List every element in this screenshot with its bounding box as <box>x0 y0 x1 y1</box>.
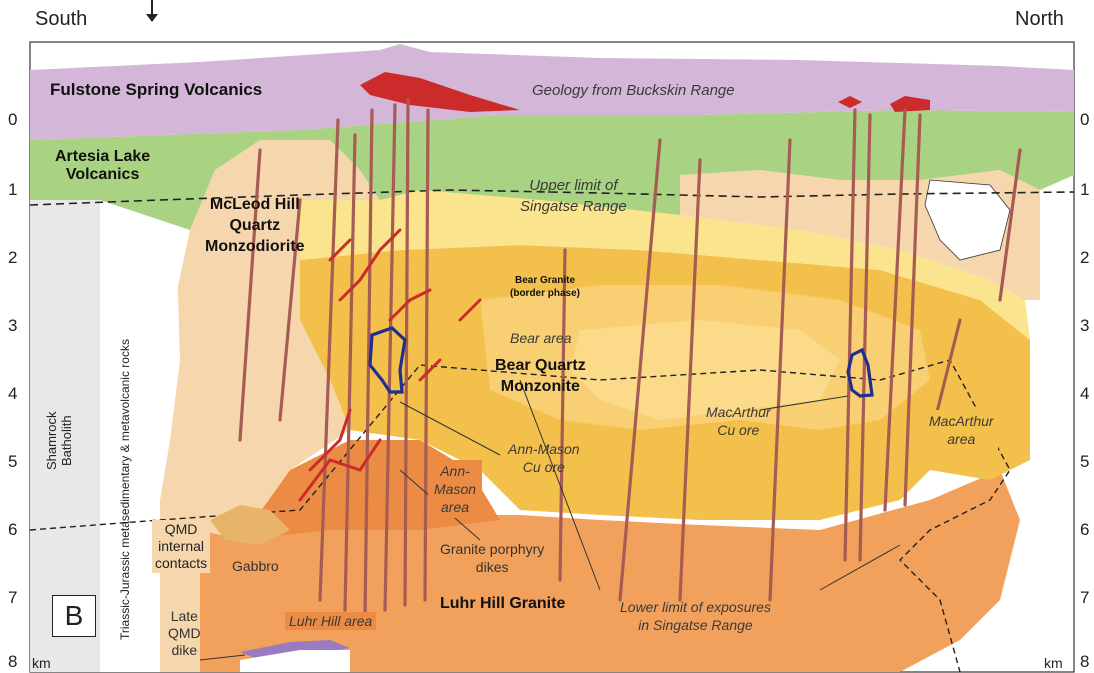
unit-left: km <box>32 655 51 671</box>
ann-mason-area-label: Ann- Mason area <box>428 460 482 518</box>
tick-right-3: 3 <box>1080 316 1089 336</box>
tick-right-7: 7 <box>1080 588 1089 608</box>
mcleod-label: McLeod Hill Quartz Monzodiorite <box>205 194 305 257</box>
south-arrow-head <box>146 14 158 22</box>
tick-right-1: 1 <box>1080 180 1089 200</box>
north-label: North <box>1015 8 1064 31</box>
tick-left-1: 1 <box>8 180 17 200</box>
fulstone-label: Fulstone Spring Volcanics <box>50 80 262 100</box>
tick-left-4: 4 <box>8 384 17 404</box>
buckskin-label: Geology from Buckskin Range <box>532 82 735 99</box>
tick-left-6: 6 <box>8 520 17 540</box>
bear-border-label: Bear Granite (border phase) <box>510 274 580 300</box>
granite-dikes-label: Granite porphyry dikes <box>440 540 544 576</box>
panel-letter-box: B <box>52 595 96 637</box>
tick-right-0: 0 <box>1080 110 1089 130</box>
luhr-label: Luhr Hill Granite <box>440 595 565 613</box>
upper-limit-label: Upper limit of Singatse Range <box>520 175 627 217</box>
tick-left-5: 5 <box>8 452 17 472</box>
tick-right-5: 5 <box>1080 452 1089 472</box>
ann-mason-ore-label: Ann-Mason Cu ore <box>508 440 580 476</box>
macarthur-area-label: MacArthur area <box>925 410 998 450</box>
tick-left-8: 8 <box>8 652 17 672</box>
luhr-area-label: Luhr Hill area <box>285 612 376 630</box>
tick-right-8: 8 <box>1080 652 1089 672</box>
tick-right-6: 6 <box>1080 520 1089 540</box>
macarthur-ore-label: MacArthur Cu ore <box>706 403 771 439</box>
tick-left-3: 3 <box>8 316 17 336</box>
qmd-contacts-label: QMD internal contacts <box>152 520 210 573</box>
lower-limit-label: Lower limit of exposures in Singatse Ran… <box>620 598 771 634</box>
late-qmd-label: Late QMD dike <box>168 608 201 659</box>
bear-area-label: Bear area <box>510 330 571 346</box>
bear-qm-label: Bear Quartz Monzonite <box>495 355 586 397</box>
tick-left-2: 2 <box>8 248 17 268</box>
gabbro-label: Gabbro <box>232 558 279 574</box>
south-label: South <box>35 8 87 31</box>
unit-right: km <box>1044 655 1063 671</box>
triassic-label: Triassic-Jurassic metasedimentary & meta… <box>118 339 132 640</box>
tick-right-4: 4 <box>1080 384 1089 404</box>
artesia-label: Artesia Lake Volcanics <box>55 148 150 184</box>
tick-left-0: 0 <box>8 110 17 130</box>
tick-right-2: 2 <box>1080 248 1089 268</box>
shamrock-label: Shamrock Batholith <box>44 411 74 470</box>
tick-left-7: 7 <box>8 588 17 608</box>
